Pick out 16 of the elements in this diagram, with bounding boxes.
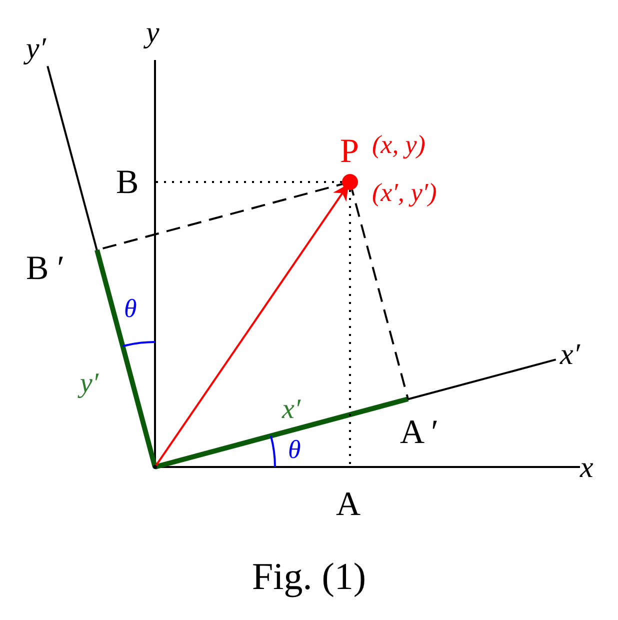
coordinate-label: (x, y) [372,132,426,158]
axis-label: x′ [560,340,580,370]
point-label: P [340,135,359,169]
component-label: x′ [282,396,301,424]
point-label: A [336,488,361,522]
axis-label: x [580,453,594,483]
axis-label: y′ [26,34,46,64]
axis-label: y [146,18,160,48]
figure-caption: Fig. (1) [251,558,367,596]
point-label: B [116,166,139,200]
point-label: B ′ [26,252,65,286]
coordinate-label: (x′, y′) [372,180,437,206]
component-label: y′ [80,370,99,398]
angle-label: θ [124,296,137,322]
point-label: A ′ [400,416,439,450]
angle-label: θ [288,437,301,463]
